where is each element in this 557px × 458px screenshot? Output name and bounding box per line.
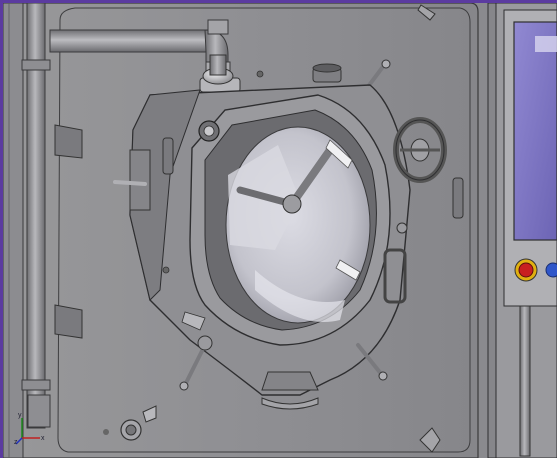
vertical-pipe — [26, 2, 46, 429]
emergency-stop-icon — [514, 258, 538, 282]
tri-clamp-icon — [120, 405, 157, 441]
panel-inner-outline — [57, 7, 471, 453]
handwheel-icon — [393, 117, 447, 183]
triad-z-label: z — [14, 439, 18, 446]
triad-y-label: y — [18, 412, 22, 419]
hmi-screen — [513, 21, 557, 241]
triad-x-label: x — [41, 435, 45, 442]
horizontal-pipe — [49, 29, 216, 53]
door-hinge-icon — [54, 124, 83, 339]
axis-triad-icon — [15, 418, 40, 445]
blue-pushbutton-icon — [545, 262, 557, 278]
orientation-triad[interactable]: y x z — [14, 412, 48, 446]
left-frame — [2, 2, 24, 458]
viewport-border-left — [0, 0, 3, 458]
valve-knob-icon — [199, 54, 241, 93]
viewport-border-top — [0, 0, 557, 3]
